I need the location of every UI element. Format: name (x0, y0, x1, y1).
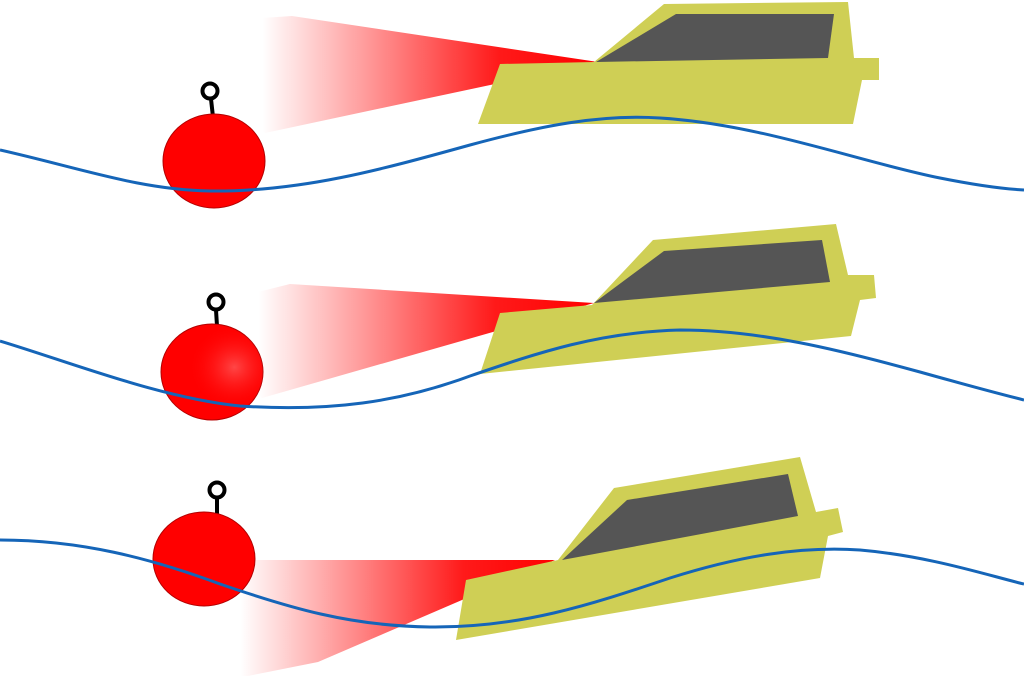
wave-line (0, 115, 1024, 193)
mooring-ring-icon (200, 81, 220, 101)
mooring-ring-icon (207, 480, 227, 500)
wave-line (0, 538, 1024, 629)
panel-1 (0, 2, 1024, 209)
boat-window (562, 474, 798, 560)
wave-line (0, 328, 1024, 410)
mooring-ring-icon (206, 292, 226, 312)
buoy-icon (152, 480, 256, 607)
boat-icon (456, 457, 843, 640)
panel-3 (0, 457, 1024, 676)
buoy-stem (214, 309, 219, 327)
boat-icon (480, 224, 876, 374)
buoy-icon (162, 81, 266, 209)
light-beam (262, 16, 598, 133)
boat-window (596, 14, 834, 62)
boat-icon (478, 2, 879, 124)
panel-2 (0, 224, 1024, 421)
buoy-body (162, 113, 266, 209)
boat-window (594, 240, 830, 303)
buoy-body (152, 511, 256, 607)
